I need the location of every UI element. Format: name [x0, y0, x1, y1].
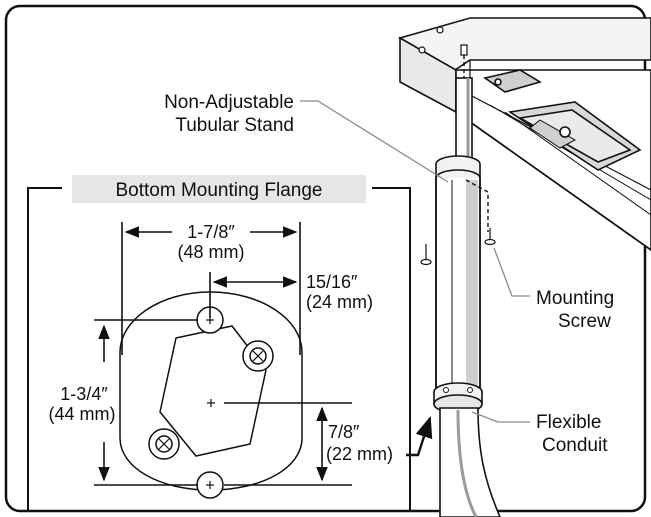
flange-plate	[119, 291, 303, 499]
tubular-stand	[433, 77, 483, 414]
mounting-screw	[484, 228, 496, 246]
screw-crosses	[158, 316, 264, 489]
height-dim-mm: (44 mm)	[49, 404, 116, 424]
screw-label-line2: Screw	[558, 311, 611, 332]
offset-dim-mm: (24 mm)	[306, 292, 373, 312]
flexible-conduit	[439, 407, 501, 517]
conduit-label-line2: Conduit	[542, 435, 608, 456]
leader-lines	[300, 100, 530, 423]
top-screw	[460, 44, 468, 56]
flange-title-bg	[72, 175, 366, 203]
half-dim-mm: (22 mm)	[326, 444, 393, 464]
stand-label-line1: Non-Adjustable	[164, 92, 294, 113]
heater-fixture	[397, 17, 651, 251]
conduit-label-line1: Flexible	[536, 412, 601, 433]
height-dim-in: 1-3/4″	[60, 384, 108, 404]
flange-callout-arrow	[406, 415, 433, 457]
half-dim-in: 7/8″	[328, 422, 360, 442]
width-dim-mm: (48 mm)	[178, 242, 245, 262]
loose-screw-left	[420, 244, 432, 266]
flange-title: Bottom Mounting Flange	[115, 180, 322, 201]
stand-label-line2: Tubular Stand	[175, 115, 294, 136]
dimension-lines	[94, 222, 352, 486]
screw-label-line1: Mounting	[536, 288, 614, 309]
screw-guide-right	[465, 179, 489, 232]
flange-box	[27, 187, 411, 512]
width-dim-in: 1-7/8″	[187, 222, 235, 242]
offset-dim-in: 15/16″	[306, 272, 358, 292]
